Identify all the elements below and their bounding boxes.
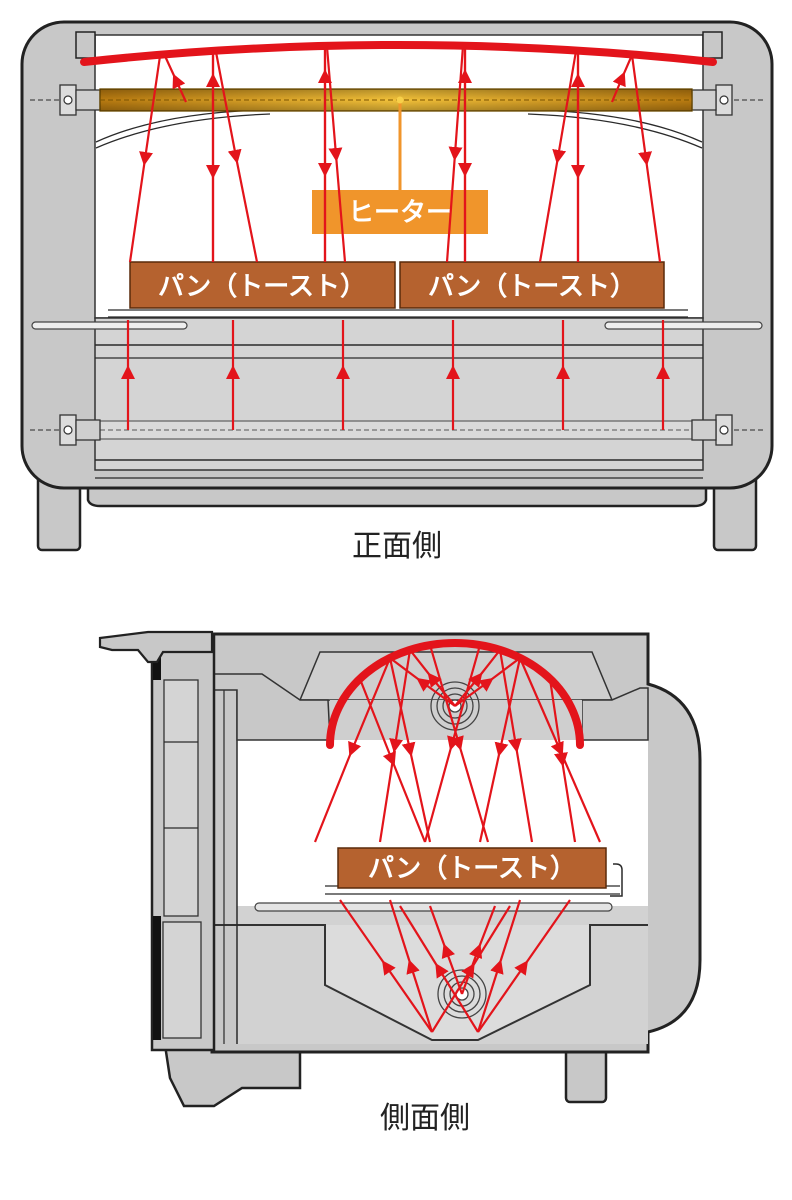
- bread-front-right: [399, 261, 665, 309]
- heat-ray-arrow: [389, 657, 456, 707]
- front-caption: 正面側: [352, 529, 442, 564]
- side-door-glass-edge: [153, 916, 161, 1040]
- front-left-bracket: [75, 31, 96, 59]
- heater-label: ヒーター: [348, 198, 452, 228]
- top-heater-element: [80, 41, 717, 66]
- heat-ray-arrow: [388, 899, 434, 1033]
- heat-ray-arrow: [445, 45, 465, 263]
- heat-ray-arrow: [325, 46, 347, 263]
- front-upper-rays: [128, 45, 662, 263]
- side-door-inner: [163, 679, 199, 917]
- front-rack-rod-left: [31, 321, 188, 330]
- front-cavity-lower: [94, 317, 704, 471]
- front-reflector-curve: [95, 113, 271, 149]
- heat-ray-arrow: [164, 55, 188, 103]
- heat-ray-arrow: [339, 899, 433, 1033]
- heat-ray-arrow: [630, 54, 662, 263]
- heat-ray-arrow: [358, 678, 427, 843]
- bread-front-left-label: パン（トースト）: [158, 272, 366, 302]
- side-view: パン（トースト）: [98, 630, 702, 1136]
- lower-heater-left-socket: [59, 414, 101, 446]
- side-rack-rail: [254, 902, 613, 912]
- side-rack-hook: [610, 863, 623, 897]
- heat-ray-arrow: [477, 899, 571, 1033]
- heat-ray-arrow: [128, 55, 162, 263]
- upper-heater-left-socket: [59, 84, 101, 116]
- heat-ray-arrow: [388, 657, 432, 843]
- bread-front-right-label: パン（トースト）: [428, 272, 636, 302]
- side-lower-reflector: [214, 924, 648, 1041]
- side-top-heater-element: [326, 639, 584, 749]
- heat-ray-arrow: [538, 50, 578, 263]
- side-door-lower-panel: [162, 921, 202, 1039]
- heat-ray-arrow: [313, 657, 392, 843]
- side-upper-rays: [313, 644, 602, 843]
- heat-ray-arrow: [423, 644, 482, 843]
- heat-ray-arrow: [478, 657, 522, 843]
- side-left-foot: [163, 1043, 302, 1108]
- heat-ray-arrow: [476, 899, 522, 1033]
- front-lower-rays: [121, 320, 670, 430]
- front-reflector-curve: [527, 113, 703, 149]
- heat-ray-arrow: [498, 649, 534, 843]
- bread-side-label: パン（トースト）: [368, 854, 576, 884]
- heat-ray-arrow: [460, 905, 497, 995]
- front-right-bracket: [702, 31, 723, 59]
- heater-leader-dot: [396, 96, 404, 104]
- side-door-glass-edge: [153, 652, 161, 680]
- heat-ray-arrow: [548, 678, 577, 843]
- side-caption: 側面側: [380, 1101, 470, 1136]
- front-rack-rod-right: [604, 321, 763, 330]
- front-view: ヒーター パン（トースト） パン（トースト）: [20, 20, 774, 564]
- lower-heater-right-socket: [691, 414, 733, 446]
- bread-side: [337, 847, 607, 889]
- heat-ray-arrow: [428, 905, 464, 995]
- bread-front-left: [129, 261, 396, 309]
- heat-ray-arrow: [214, 51, 259, 263]
- heat-ray-arrow: [399, 905, 479, 1033]
- heat-ray-arrow: [378, 649, 412, 843]
- heat-ray-arrow: [610, 54, 634, 103]
- heat-ray-arrow: [409, 649, 456, 707]
- heat-ray-arrow: [454, 649, 501, 707]
- side-lower-rays: [339, 899, 571, 1033]
- side-door-handle: [98, 630, 214, 664]
- upper-heater-right-socket: [691, 84, 733, 116]
